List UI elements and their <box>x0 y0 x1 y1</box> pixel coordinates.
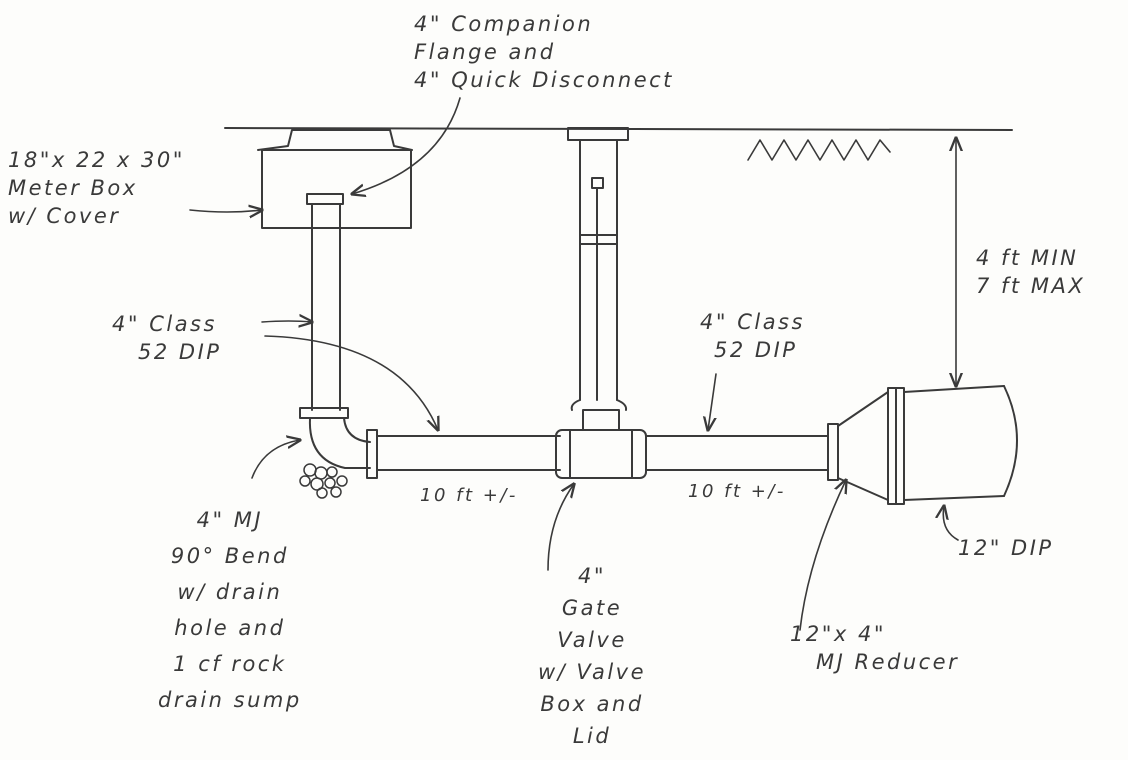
label-length-left: 10 ft +/- <box>420 482 518 510</box>
main-pipe-left <box>366 429 561 479</box>
riser-pipe <box>299 193 349 419</box>
label-gate-valve-line2: Gate <box>561 596 623 620</box>
label-meter-box-line2: Meter Box <box>8 176 138 200</box>
label-12in-dip-text: 12" DIP <box>958 536 1054 560</box>
label-reducer-line2: MJ Reducer <box>816 650 960 674</box>
soil-hatch <box>747 139 891 161</box>
label-class-right-line1: 4" Class <box>700 310 805 334</box>
label-bend-line1: 4" MJ <box>196 508 264 532</box>
label-gate-valve-line6: Lid <box>572 724 612 748</box>
label-depth-line1: 4 ft MIN <box>976 246 1079 270</box>
rock-sump <box>299 463 348 499</box>
main-pipe-right <box>645 435 829 471</box>
label-bend-line3: w/ drain <box>177 580 283 604</box>
label-length-right-text: 10 ft +/- <box>688 481 786 502</box>
label-depth-line2: 7 ft MAX <box>976 274 1086 298</box>
label-gate-valve-line5: Box and <box>540 692 644 716</box>
label-reducer: 12"x 4" MJ Reducer <box>790 620 959 676</box>
label-meter-box-line1: 18"x 22 x 30" <box>8 148 185 172</box>
label-meter-box-line3: w/ Cover <box>8 204 121 228</box>
label-gate-valve-line1: 4" <box>577 564 607 588</box>
label-bend-line6: drain sump <box>158 688 302 712</box>
meter-box <box>257 129 413 229</box>
label-gate-valve-line4: w/ Valve <box>538 660 646 684</box>
label-length-left-text: 10 ft +/- <box>420 485 518 506</box>
mj-bend <box>308 417 371 469</box>
valve-box <box>567 127 629 411</box>
label-bend: 4" MJ 90° Bend w/ drain hole and 1 cf ro… <box>158 502 302 718</box>
main-12in <box>903 385 1018 501</box>
label-class-right: 4" Class 52 DIP <box>700 308 805 364</box>
label-class-right-line2: 52 DIP <box>714 338 798 362</box>
mj-reducer <box>827 387 905 505</box>
label-depth: 4 ft MIN 7 ft MAX <box>976 244 1085 300</box>
label-12in-dip: 12" DIP <box>958 534 1054 562</box>
label-length-right: 10 ft +/- <box>688 478 786 506</box>
label-bend-line4: hole and <box>174 616 286 640</box>
label-bend-line5: 1 cf rock <box>173 652 287 676</box>
label-meter-box: 18"x 22 x 30" Meter Box w/ Cover <box>8 146 185 230</box>
label-flange-line2: Flange and <box>414 40 556 64</box>
label-gate-valve-line3: Valve <box>557 628 627 652</box>
label-flange-line3: 4" Quick Disconnect <box>414 68 674 92</box>
label-class-left-line1: 4" Class <box>112 312 217 336</box>
label-gate-valve: 4" Gate Valve w/ Valve Box and Lid <box>538 560 646 752</box>
label-class-left-line2: 52 DIP <box>138 340 222 364</box>
label-flange: 4" Companion Flange and 4" Quick Disconn… <box>414 10 674 94</box>
label-flange-line1: 4" Companion <box>414 12 594 36</box>
label-class-left: 4" Class 52 DIP <box>112 310 221 366</box>
label-reducer-line1: 12"x 4" <box>790 622 887 646</box>
leader-arrows <box>189 97 959 631</box>
label-bend-line2: 90° Bend <box>170 544 289 568</box>
gate-valve <box>555 409 647 479</box>
